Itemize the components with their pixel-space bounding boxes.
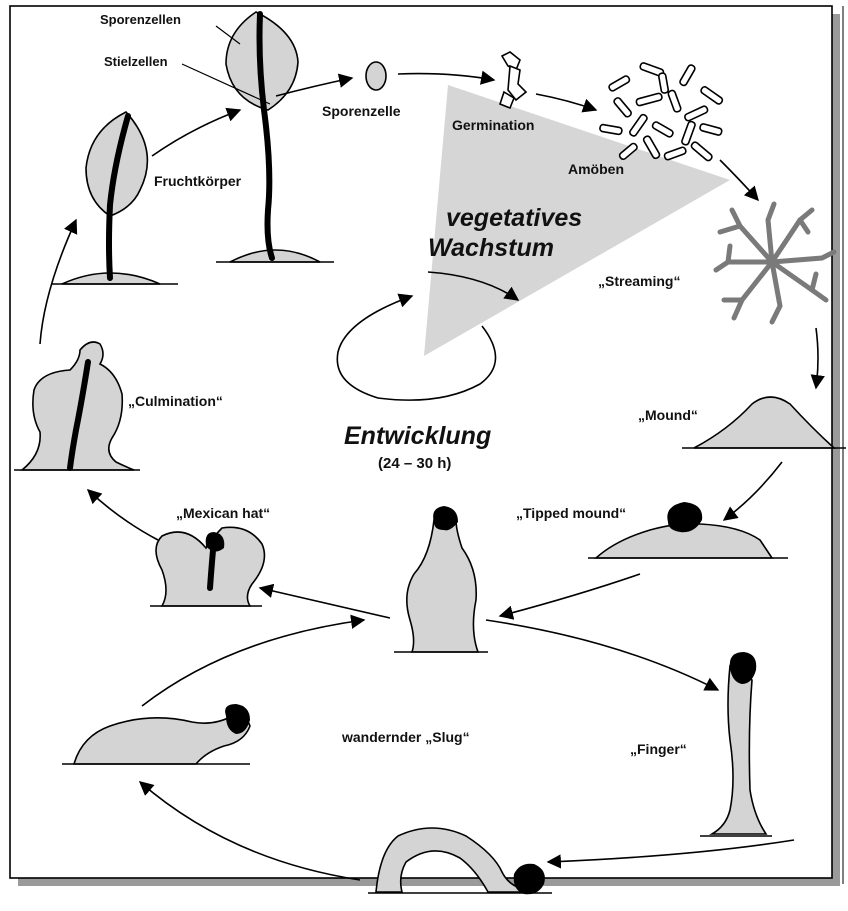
mexican-hat-stage — [150, 527, 264, 606]
label-duration: (24 – 30 h) — [378, 455, 451, 472]
label-vegetatives: vegetatives — [446, 204, 582, 232]
label-tipped-mound: „Tipped mound“ — [516, 505, 626, 521]
label-sporenzellen: Sporenzellen — [100, 12, 181, 27]
label-sporenzelle: Sporenzelle — [322, 103, 401, 119]
label-streaming: „Streaming“ — [598, 273, 680, 289]
label-culmination: „Culmination“ — [128, 393, 223, 409]
label-fruchtkoerper: Fruchtkörper — [154, 173, 242, 189]
label-stielzellen: Stielzellen — [104, 54, 168, 69]
label-entwicklung: Entwicklung — [344, 422, 491, 450]
label-germination: Germination — [452, 117, 534, 133]
label-amoeben: Amöben — [568, 161, 624, 177]
label-wachstum: Wachstum — [428, 234, 554, 262]
label-slug: wandernder „Slug“ — [341, 729, 470, 745]
spore-cell — [366, 62, 386, 90]
label-finger: „Finger“ — [630, 741, 687, 757]
label-mexican-hat: „Mexican hat“ — [176, 505, 270, 521]
label-mound: „Mound“ — [638, 407, 698, 423]
